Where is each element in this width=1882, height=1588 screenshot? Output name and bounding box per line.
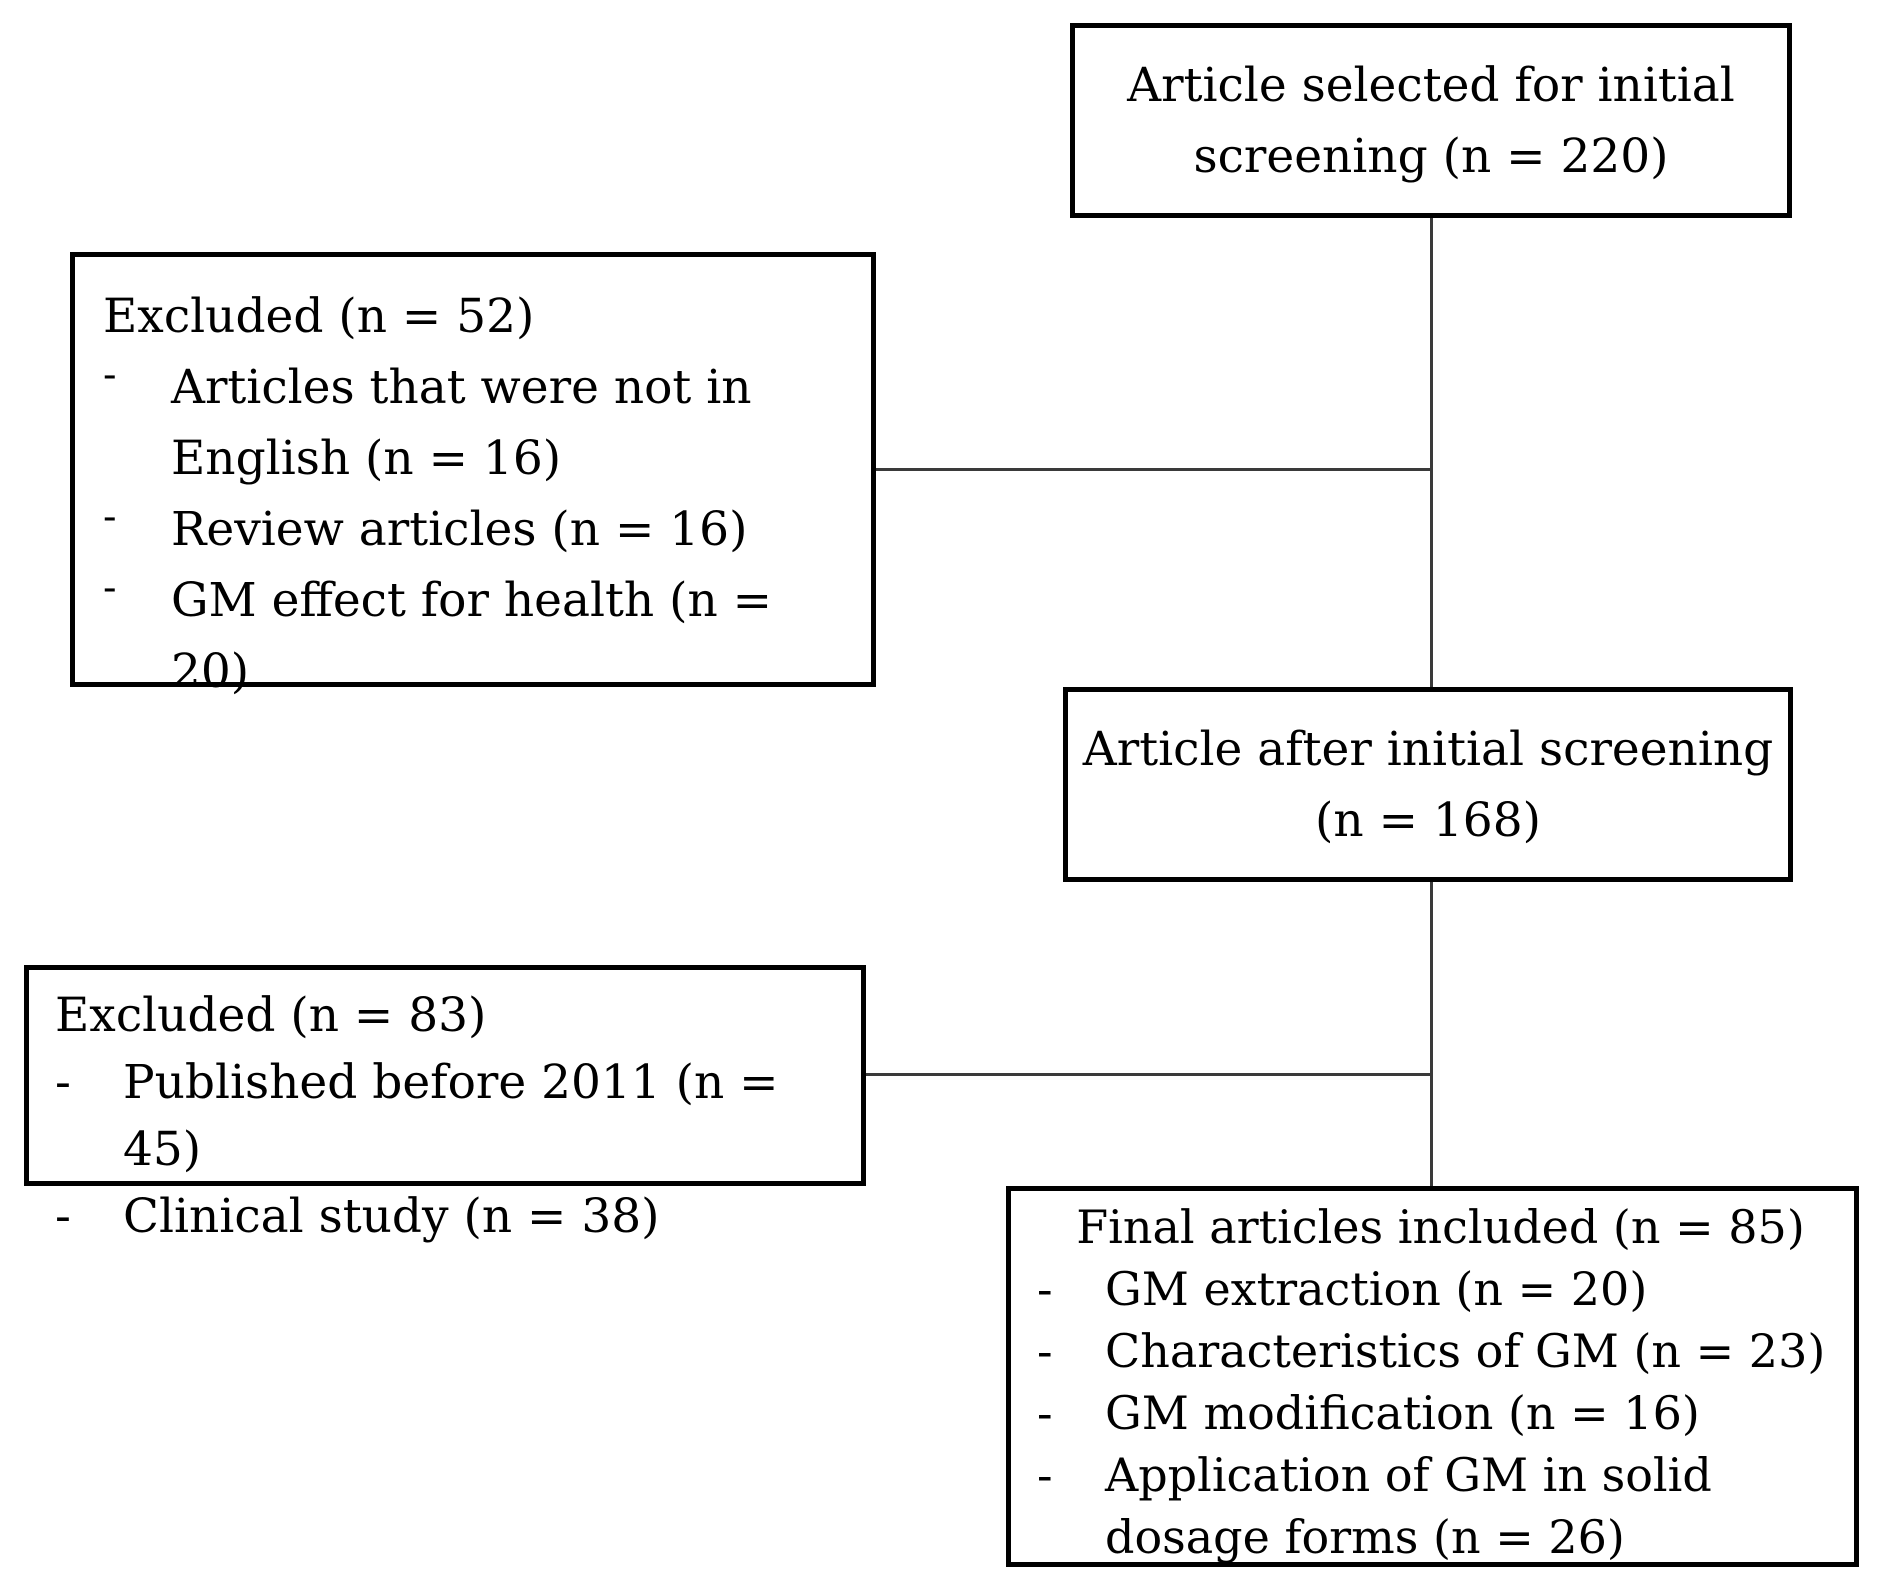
connector-line-excluded-1 <box>875 468 1432 471</box>
list-item: - GM extraction (n = 20) <box>1037 1258 1844 1320</box>
connector-line-mid-to-final <box>1430 881 1433 1186</box>
flow-node-initial-screening: Article selected for initial screening (… <box>1070 23 1792 218</box>
list-item: - Characteristics of GM (n = 23) <box>1037 1320 1844 1382</box>
flow-node-excluded-1: Excluded (n = 52) - Articles that were n… <box>70 252 876 699</box>
list-item: - Articles that were not in English (n =… <box>103 352 857 494</box>
dash-bullet: - <box>1037 1262 1053 1316</box>
list-item: - GM modification (n = 16) <box>1037 1382 1844 1444</box>
list-item: - Review articles (n = 16) <box>103 494 857 565</box>
node-title: Excluded (n = 83) <box>55 988 487 1043</box>
node-title: Article after initial screening (n = 168… <box>1082 722 1774 848</box>
node-title: Final articles included (n = 85) <box>1076 1200 1805 1254</box>
list-item: - Published before 2011 (n = 45) <box>55 1049 851 1183</box>
node-title: Excluded (n = 52) <box>103 289 535 344</box>
list-item: - Clinical study (n = 38) <box>55 1183 851 1250</box>
dash-bullet: - <box>103 352 117 398</box>
list-item: - Application of GM in solid dosage form… <box>1037 1444 1844 1568</box>
dash-bullet: - <box>55 1055 71 1110</box>
dash-bullet: - <box>103 494 117 540</box>
list-item: - GM effect for health (n = 20) <box>103 565 857 707</box>
dash-bullet: - <box>1037 1448 1053 1502</box>
connector-line-top-to-mid <box>1430 217 1433 687</box>
connector-line-excluded-2 <box>865 1073 1432 1076</box>
flow-node-excluded-2: Excluded (n = 83) - Published before 201… <box>24 965 866 1244</box>
dash-bullet: - <box>103 565 117 611</box>
flow-node-after-screening: Article after initial screening (n = 168… <box>1063 687 1793 882</box>
dash-bullet: - <box>55 1189 71 1244</box>
node-title: Article selected for initial screening (… <box>1127 58 1735 184</box>
dash-bullet: - <box>1037 1386 1053 1440</box>
dash-bullet: - <box>1037 1324 1053 1378</box>
flow-node-final-included: Final articles included (n = 85) - GM ex… <box>1006 1186 1859 1567</box>
